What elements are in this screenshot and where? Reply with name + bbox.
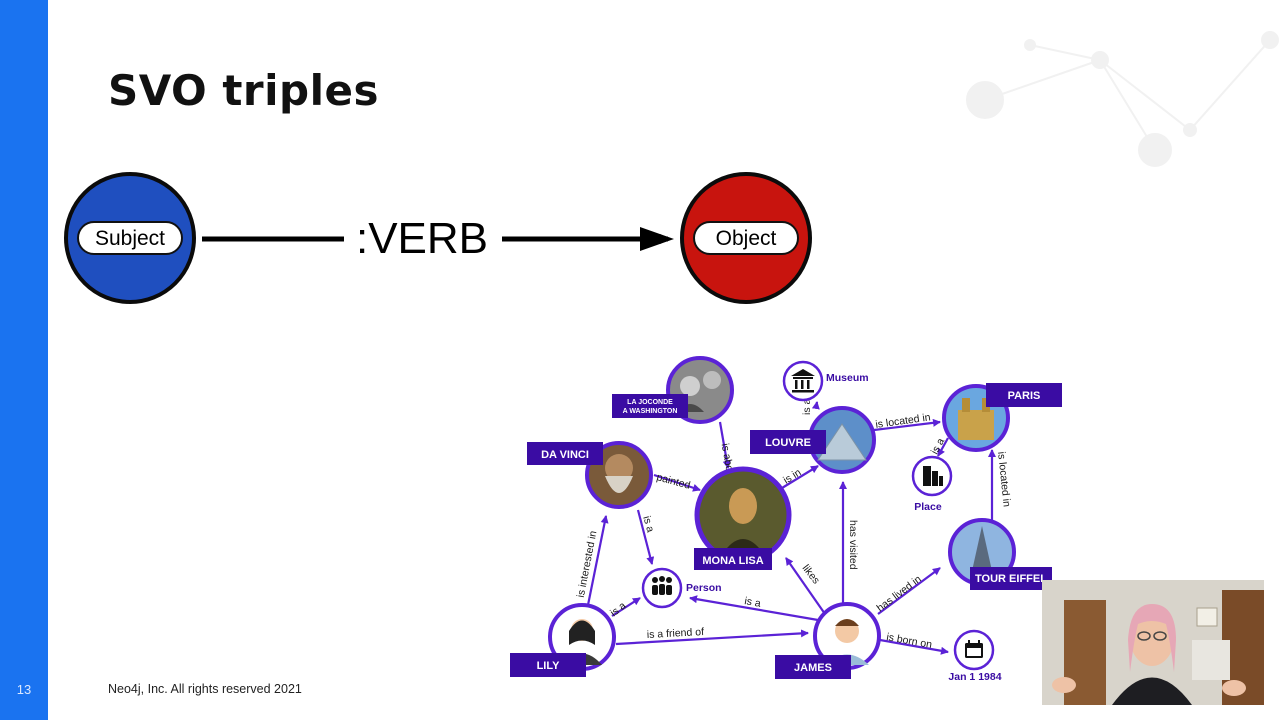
edge-label-has-lived-in: has lived in [875, 573, 924, 614]
arrow-head [640, 227, 674, 251]
slide-title: SVO triples [108, 66, 379, 115]
edge-label-painted: painted [655, 471, 692, 492]
subject-node: Subject [64, 172, 196, 304]
svg-text:LA JOCONDE: LA JOCONDE [627, 399, 673, 406]
node-mona-lisa: MONA LISA [694, 466, 792, 570]
edge-label-is-in: is in [781, 466, 803, 486]
object-label: Object [716, 227, 777, 250]
svg-text:MONA LISA: MONA LISA [702, 555, 763, 567]
node-james: JAMES [775, 602, 881, 679]
edge-label-is-a-lily: is a [608, 600, 628, 620]
object-node: Object [680, 172, 812, 304]
svg-text:PARIS: PARIS [1008, 390, 1041, 402]
people-icon [652, 576, 672, 595]
knowledge-graph: is about is a is located in is a painted… [510, 356, 1062, 683]
svg-text:JAMES: JAMES [794, 662, 832, 674]
background-network-decoration [966, 31, 1279, 167]
calendar-icon [965, 640, 983, 658]
svg-text:TOUR EIFFEL: TOUR EIFFEL [975, 573, 1047, 585]
slide-number: 13 [16, 682, 32, 697]
edge-label-is-located-in-eiffel: is located in [995, 451, 1013, 508]
node-da-vinci: DA VINCI [527, 441, 653, 509]
edge-label-is-born-on: is born on [885, 631, 933, 651]
svg-text:Jan 1 1984: Jan 1 1984 [948, 671, 1001, 683]
node-date: Jan 1 1984 [948, 629, 1002, 683]
museum-icon [791, 369, 815, 393]
edge-label-has-visited: has visited [847, 520, 859, 570]
svg-text:LILY: LILY [537, 660, 560, 672]
presenter-webcam [1042, 580, 1264, 705]
edge-label-is-a-place: is a [929, 436, 947, 456]
node-place: Place [911, 455, 953, 513]
node-louvre: LOUVRE [750, 406, 876, 474]
svg-text:Museum: Museum [826, 372, 869, 384]
slide-footer: Neo4j, Inc. All rights reserved 2021 [108, 682, 302, 696]
svg-text:LOUVRE: LOUVRE [765, 437, 811, 449]
presenter-video-frame [1042, 580, 1264, 705]
node-joconde: LA JOCONDE A WASHINGTON [612, 356, 734, 424]
svg-text:Place: Place [914, 501, 942, 513]
subject-label: Subject [95, 227, 165, 250]
node-lily: LILY [510, 603, 616, 677]
svg-text:A WASHINGTON: A WASHINGTON [623, 408, 678, 415]
slide-sidebar [0, 0, 48, 720]
node-person: Person [641, 567, 722, 609]
building-icon [923, 466, 943, 486]
edge-label-is-a-james: is a [743, 595, 761, 610]
svg-text:Person: Person [686, 582, 722, 594]
svg-text:DA VINCI: DA VINCI [541, 449, 589, 461]
edge-label-is-a-friend-of: is a friend of [647, 626, 705, 641]
edge-label-is-a-davinci: is a [640, 515, 656, 534]
node-paris: PARIS [942, 383, 1062, 452]
verb-label: :VERB [356, 214, 488, 263]
node-tour-eiffel: TOUR EIFFEL [948, 518, 1052, 590]
edge-label-is-located-in-paris: is located in [875, 411, 932, 431]
node-museum: Museum [782, 360, 869, 402]
svo-triple-diagram: Subject :VERB Object [64, 172, 812, 304]
edge-label-is-a-museum: is a [801, 399, 813, 416]
